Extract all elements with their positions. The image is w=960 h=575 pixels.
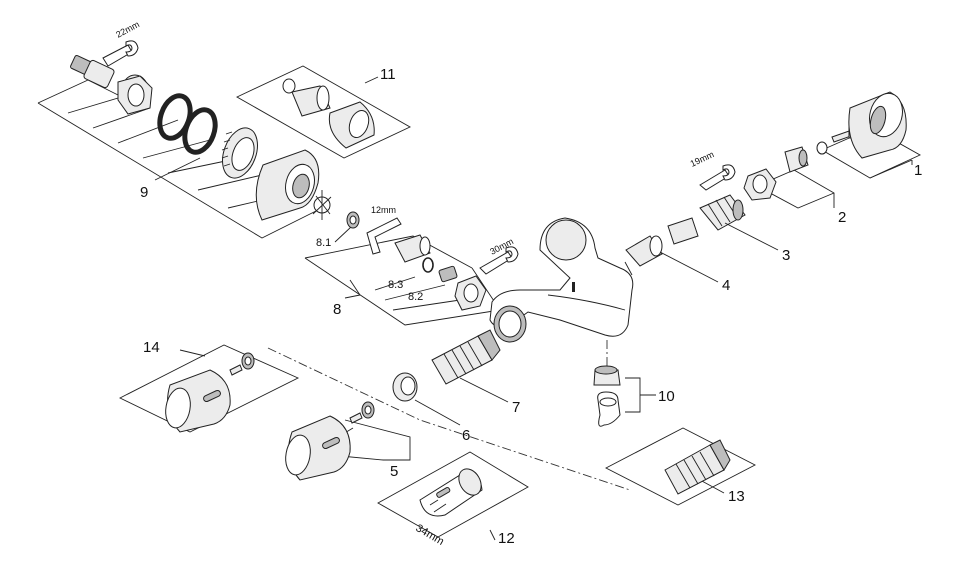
thermostat-cartridge-13 (664, 439, 731, 495)
part-group-7: 7 (431, 329, 520, 416)
callout-2: 2 (838, 209, 846, 226)
o-ring-large-2 (182, 107, 218, 155)
washer-1 (816, 141, 828, 155)
callout-13: 13 (728, 488, 745, 505)
diverter-fitting (597, 391, 621, 427)
nipple (438, 265, 458, 283)
part-group-3: 19mm 3 (689, 149, 791, 264)
callout-14: 14 (143, 339, 160, 356)
part-group-11: 11 (236, 65, 411, 159)
part-group-13: 13 (605, 427, 756, 506)
adapter-14 (241, 352, 255, 370)
callout-9: 9 (140, 184, 148, 201)
elbow-connector (625, 217, 699, 267)
wrench-30mm-icon: 30mm (479, 236, 519, 275)
callout-5: 5 (390, 463, 398, 480)
callout-8-1: 8.1 (316, 237, 331, 249)
handle-knob-5 (285, 415, 351, 481)
callout-10: 10 (658, 388, 675, 405)
thermostat-cartridge-7 (431, 329, 501, 385)
inlet-fitting (394, 234, 431, 263)
strainer-disc (312, 190, 332, 220)
cartridge-sleeve (291, 85, 331, 117)
aerator (593, 365, 621, 386)
thermostat-mixer-body (489, 217, 634, 343)
handle-knob-1 (848, 91, 907, 159)
logo-mark (572, 282, 575, 292)
screw-5 (349, 412, 363, 424)
assembly-axis-line (267, 347, 631, 491)
part-group-2: 2 (743, 146, 846, 226)
collar-ring (392, 372, 418, 402)
callout-11: 11 (380, 66, 396, 83)
callout-12: 12 (498, 530, 515, 547)
callout-4: 4 (722, 277, 730, 294)
connector-fitting (70, 55, 115, 89)
size-34mm-label: 34mm (414, 522, 446, 548)
callout-8: 8 (333, 301, 341, 318)
part-group-4: 4 (625, 217, 730, 294)
part-group-14: 14 (118, 339, 300, 433)
union-nut (454, 275, 487, 311)
part-group-9: 22mm 9 (37, 19, 332, 239)
wrench-30mm-label: 30mm (488, 236, 515, 257)
small-washer (346, 211, 360, 229)
part-group-10: 10 (593, 340, 675, 427)
threaded-ring (221, 127, 258, 179)
stop-ring (784, 146, 809, 173)
flange-cover (255, 149, 320, 221)
sleeve-cap (328, 101, 375, 149)
allen-key-12mm-label: 12mm (371, 205, 396, 215)
wrench-22mm-label: 22mm (114, 19, 141, 40)
part-group-1: 1 (816, 91, 922, 179)
callout-7: 7 (512, 399, 520, 416)
part-group-5: 5 (285, 401, 411, 481)
wrench-22mm-icon: 22mm (102, 19, 141, 67)
adapter-nut (117, 74, 153, 115)
callout-8-3: 8.3 (388, 279, 403, 291)
allen-key-12mm-icon: 12mm (366, 205, 402, 255)
handle-knob-14 (165, 369, 231, 433)
screw-14 (229, 364, 243, 376)
wrench-19mm-icon: 19mm (689, 149, 736, 191)
small-o-ring (422, 257, 434, 273)
spline-adapter-tool (419, 468, 483, 517)
callout-8-2: 8.2 (408, 291, 423, 303)
callout-1: 1 (914, 162, 922, 179)
adapter-5 (361, 401, 375, 419)
callout-3: 3 (782, 247, 790, 264)
part-group-12: 34mm 12 (377, 451, 529, 548)
part-group-8: 12mm 30mm 8.1 8.3 8.2 8 (304, 205, 519, 326)
thermostat-cartridge-3 (699, 194, 746, 231)
wrench-19mm-label: 19mm (689, 149, 716, 169)
adjusting-nut (743, 168, 777, 201)
